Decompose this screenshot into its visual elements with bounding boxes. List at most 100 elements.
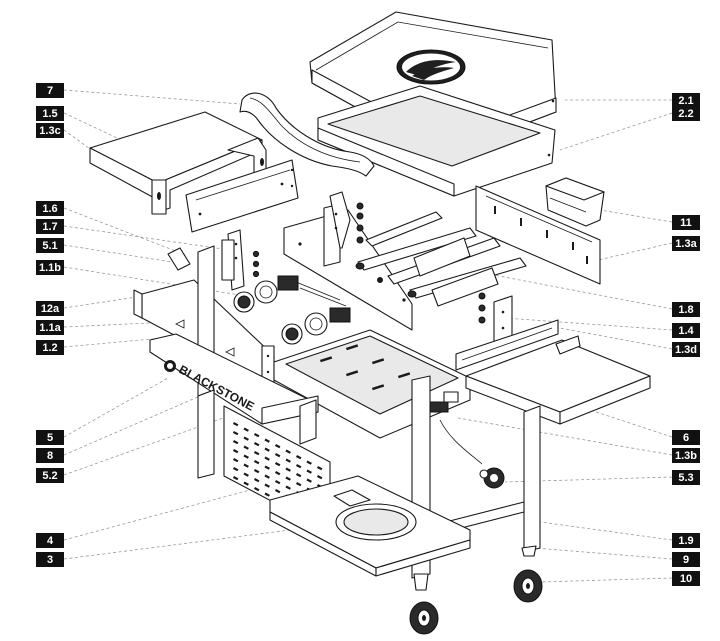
vent-hole bbox=[285, 458, 291, 463]
vent-hole bbox=[232, 458, 239, 463]
part-label-tag: 10 bbox=[672, 571, 700, 586]
burner-tubes bbox=[355, 211, 527, 307]
vent-hole bbox=[243, 436, 249, 441]
vent-hole bbox=[232, 476, 239, 481]
part-label-text: 12a bbox=[41, 303, 60, 315]
part-label-text: 1.1a bbox=[39, 322, 61, 334]
vent-hole bbox=[274, 479, 281, 485]
vent-hole bbox=[253, 468, 260, 474]
vent-hole bbox=[253, 487, 260, 492]
wheel-icon bbox=[513, 569, 543, 603]
vent-hole bbox=[295, 464, 302, 469]
vent-hole bbox=[285, 467, 291, 472]
vent-hole bbox=[264, 492, 270, 497]
flame-logo-icon bbox=[406, 60, 456, 80]
vent-hole bbox=[243, 472, 249, 477]
part-label-text: 5.3 bbox=[678, 472, 693, 484]
vent-hole bbox=[274, 488, 281, 494]
part-label-text: 1.4 bbox=[678, 325, 694, 337]
vent-hole bbox=[232, 448, 239, 454]
part-label-tag: 2.1 bbox=[672, 93, 700, 108]
part-label-tag: 12a bbox=[36, 301, 64, 316]
part-label-text: 1.6 bbox=[42, 203, 57, 215]
part-label-tag: 5.3 bbox=[672, 470, 700, 485]
vent-hole bbox=[253, 459, 260, 465]
vent-hole bbox=[253, 450, 260, 456]
vent-hole bbox=[285, 476, 291, 481]
part-label-tag: 9 bbox=[672, 552, 700, 567]
vent-hole bbox=[274, 471, 281, 476]
vent-hole bbox=[232, 467, 239, 472]
grease-cup bbox=[545, 177, 605, 227]
propane-regulator bbox=[429, 391, 505, 489]
control-knob-icon bbox=[233, 291, 255, 313]
part-label-tag: 1.3c bbox=[36, 123, 64, 138]
vent-hole bbox=[274, 453, 281, 458]
part-label-text: 2.2 bbox=[678, 108, 693, 120]
part-label-text: 1.5 bbox=[42, 108, 57, 120]
shelf-bracket bbox=[185, 159, 299, 233]
part-label-tag: 1.6 bbox=[36, 201, 64, 216]
part-label-tag: 5 bbox=[36, 430, 64, 445]
vent-hole bbox=[253, 442, 260, 447]
vent-hole bbox=[243, 427, 249, 432]
part-label-tag: 11 bbox=[672, 215, 700, 230]
frame-slots bbox=[494, 206, 588, 264]
small-bracket bbox=[167, 247, 191, 271]
vent-hole bbox=[274, 462, 281, 467]
vent-hole bbox=[264, 447, 270, 452]
part-label-tag: 1.9 bbox=[672, 533, 700, 548]
vent-hole bbox=[243, 463, 249, 468]
part-label-text: 9 bbox=[683, 554, 689, 566]
regulator-icon bbox=[479, 467, 505, 489]
vent-hole bbox=[274, 444, 281, 449]
griddle-plate bbox=[317, 85, 556, 197]
part-label-text: 1.3d bbox=[675, 344, 697, 356]
part-label-tag: 1.3d bbox=[672, 342, 700, 357]
control-knobs bbox=[233, 275, 351, 345]
part-label-tag: 1.2 bbox=[36, 340, 64, 355]
part-label-tag: 1.4 bbox=[672, 323, 700, 338]
right-frame-upright bbox=[455, 319, 559, 371]
vent-hole bbox=[285, 485, 291, 490]
vent-hole bbox=[316, 465, 323, 471]
vent-hole bbox=[316, 474, 323, 480]
vent-hole bbox=[253, 433, 260, 438]
part-label-tag: 4 bbox=[36, 533, 64, 548]
part-label-text: 1.7 bbox=[42, 221, 57, 233]
part-label-text: 1.8 bbox=[678, 304, 693, 316]
part-label-text: 1.3a bbox=[675, 238, 697, 250]
vent-hole bbox=[253, 478, 260, 483]
part-label-tag: 1.7 bbox=[36, 219, 64, 234]
lid-handle bbox=[239, 92, 375, 177]
part-label-tag: 3 bbox=[36, 552, 64, 567]
part-label-text: 11 bbox=[680, 217, 692, 229]
vent-hole bbox=[285, 449, 291, 454]
part-label-tag: 1.1a bbox=[36, 320, 64, 335]
part-label-tag: 2.2 bbox=[672, 106, 700, 121]
vent-hole bbox=[306, 478, 312, 483]
part-label-text: 5.2 bbox=[42, 470, 57, 482]
vent-hole bbox=[295, 454, 302, 460]
vent-hole bbox=[243, 481, 249, 486]
wheel-icon bbox=[409, 601, 439, 635]
part-label-tag: 1.8 bbox=[672, 302, 700, 317]
vent-hole bbox=[264, 483, 270, 488]
vent-hole bbox=[295, 473, 302, 478]
vent-hole bbox=[232, 422, 239, 427]
vent-hole bbox=[295, 481, 302, 487]
part-label-text: 3 bbox=[47, 554, 53, 566]
tray-slots bbox=[319, 344, 411, 391]
part-label-text: 8 bbox=[47, 450, 53, 462]
vent-hole bbox=[264, 474, 270, 479]
rear-frame-right bbox=[475, 185, 601, 285]
part-label-text: 1.2 bbox=[42, 342, 57, 354]
part-label-text: 5.1 bbox=[42, 240, 57, 252]
part-label-text: 1.9 bbox=[678, 535, 693, 547]
part-label-text: 10 bbox=[680, 573, 692, 585]
part-label-text: 7 bbox=[47, 85, 53, 97]
part-label-tag: 7 bbox=[36, 83, 64, 98]
